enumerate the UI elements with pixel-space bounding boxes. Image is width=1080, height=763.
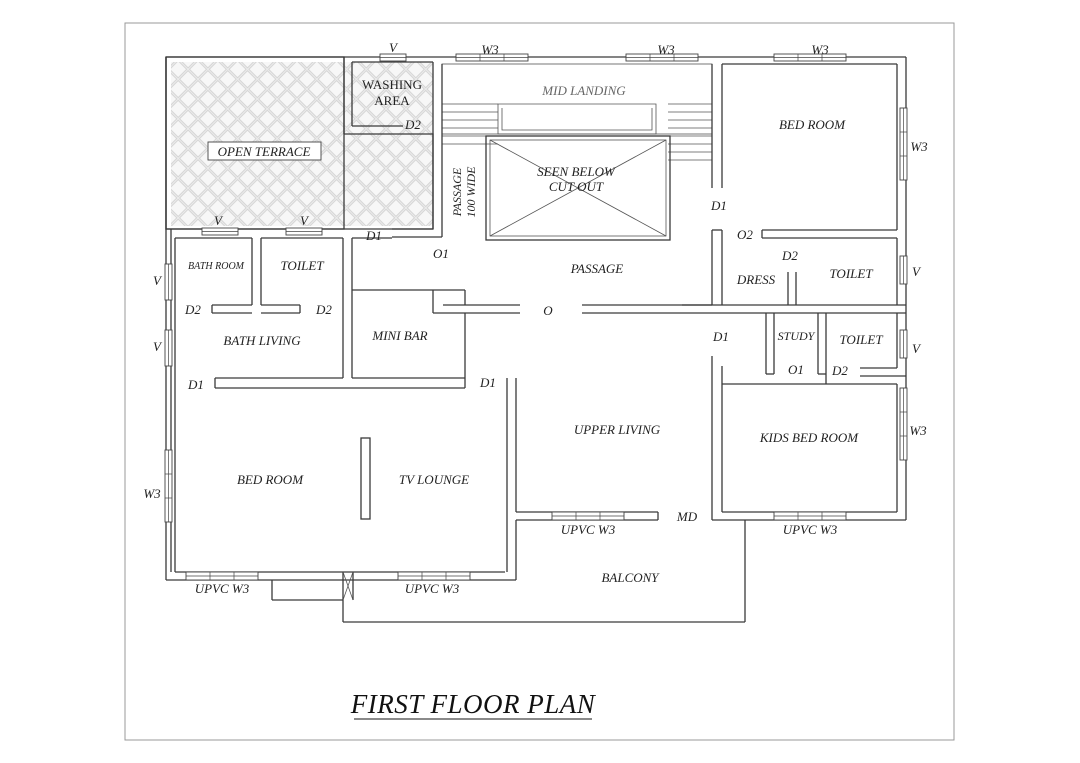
- label-tv-lounge: TV LOUNGE: [399, 472, 469, 487]
- opening-tags: V W3 W3 W3 D2 W3 D1 O2 D2 V V V D1 O1 V …: [143, 40, 928, 596]
- label-toilet-right-top: TOILET: [829, 266, 873, 281]
- tag-v-terrace-2: V: [300, 213, 310, 228]
- label-cut-out: CUT OUT: [549, 179, 604, 194]
- open-terrace-label-box: [207, 141, 322, 161]
- label-bath-room: BATH ROOM: [188, 261, 245, 272]
- tag-upvc-w3-lounge: UPVC W3: [405, 581, 460, 596]
- window-v-left-2: [164, 329, 173, 367]
- tag-d1-left: D1: [187, 377, 204, 392]
- tag-o1-study: O1: [788, 362, 804, 377]
- bed-room-top-walls: [721, 63, 898, 239]
- label-mini-bar: MINI BAR: [371, 328, 427, 343]
- tag-w3-top-1: W3: [481, 42, 499, 57]
- label-bath-living: BATH LIVING: [223, 333, 301, 348]
- tag-o2: O2: [737, 227, 753, 242]
- window-w3-right-1: [899, 107, 908, 181]
- tag-v-terrace-1: V: [214, 213, 224, 228]
- tag-md: MD: [676, 509, 698, 524]
- window-upvc-w3-right: [773, 511, 847, 521]
- upper-living-walls: [271, 378, 746, 623]
- label-open-terrace: OPEN TERRACE: [218, 144, 311, 159]
- label-passage: PASSAGE: [570, 261, 624, 276]
- dress-toilet-walls: [711, 229, 898, 305]
- washing-area-walls: [343, 57, 434, 134]
- label-seen-below: SEEN BELOW: [537, 164, 616, 179]
- tag-d2-toilet: D2: [315, 302, 332, 317]
- tag-d2-washing: D2: [404, 117, 421, 132]
- label-area: AREA: [374, 93, 410, 108]
- tag-o-center: O: [543, 303, 553, 318]
- tag-d1-center: D1: [479, 375, 496, 390]
- label-passage-vertical: PASSAGE: [450, 167, 464, 217]
- window-v-terrace-1: [201, 227, 239, 236]
- tag-upvc-w3-mid: UPVC W3: [561, 522, 616, 537]
- windows: [164, 53, 908, 581]
- label-washing: WASHING: [362, 77, 422, 92]
- label-bed-room-top: BED ROOM: [779, 117, 846, 132]
- label-toilet-right-mid: TOILET: [839, 332, 883, 347]
- plan-title-text: FIRST FLOOR PLAN: [350, 689, 597, 719]
- label-toilet-left: TOILET: [280, 258, 324, 273]
- label-balcony: BALCONY: [601, 570, 660, 585]
- tag-d2-bath: D2: [184, 302, 201, 317]
- label-mid-landing: MID LANDING: [541, 83, 626, 98]
- staircase: [441, 63, 713, 228]
- tag-v-left-1: V: [153, 273, 163, 288]
- cut-out-void: [485, 135, 671, 241]
- window-v-right-2: [899, 329, 908, 359]
- study-toilet-walls: [765, 313, 906, 377]
- label-study: STUDY: [778, 329, 816, 343]
- window-v-right-1: [899, 255, 908, 285]
- label-100-wide: 100 WIDE: [464, 166, 478, 218]
- tag-v-right-2: V: [912, 341, 922, 356]
- tag-d1-right-mid: D1: [712, 329, 729, 344]
- sheet-border: [124, 22, 955, 741]
- window-w3-right-2: [899, 387, 908, 461]
- tag-o1-top: O1: [433, 246, 449, 261]
- window-v-top: [379, 53, 407, 62]
- tag-v-right-1: V: [912, 264, 922, 279]
- window-upvc-w3-lounge: [397, 571, 471, 581]
- tag-v-left-2: V: [153, 339, 163, 354]
- window-v-terrace-2: [285, 227, 323, 236]
- plan-title: FIRST FLOOR PLAN: [350, 689, 597, 720]
- tag-upvc-w3-left: UPVC W3: [195, 581, 250, 596]
- tag-d1-passage: D1: [365, 228, 382, 243]
- tag-w3-top-3: W3: [811, 42, 829, 57]
- tag-d1-right-top: D1: [710, 198, 727, 213]
- tag-w3-top-2: W3: [657, 42, 675, 57]
- window-w3-left: [164, 449, 173, 523]
- label-kids-bed-room: KIDS BED ROOM: [759, 430, 859, 445]
- window-upvc-w3-mid: [551, 511, 625, 521]
- tag-w3-right-1: W3: [910, 139, 928, 154]
- window-upvc-w3-left: [185, 571, 259, 581]
- window-w3-top-3: [773, 53, 847, 62]
- label-bed-room-left: BED ROOM: [237, 472, 304, 487]
- tag-upvc-w3-right: UPVC W3: [783, 522, 838, 537]
- label-dress: DRESS: [736, 272, 776, 287]
- window-v-left-1: [164, 263, 173, 301]
- room-labels: OPEN TERRACE WASHING AREA MID LANDING SE…: [188, 77, 883, 585]
- tag-w3-right-2: W3: [909, 423, 927, 438]
- tag-v-top: V: [389, 40, 399, 55]
- passage-walls: [392, 134, 906, 314]
- tag-d2-dress: D2: [781, 248, 798, 263]
- window-w3-top-2: [625, 53, 699, 62]
- tag-w3-left: W3: [143, 486, 161, 501]
- tag-d2-study: D2: [831, 363, 848, 378]
- window-w3-top-1: [455, 53, 529, 62]
- left-wing-walls: [174, 237, 466, 572]
- label-upper-living: UPPER LIVING: [574, 422, 661, 437]
